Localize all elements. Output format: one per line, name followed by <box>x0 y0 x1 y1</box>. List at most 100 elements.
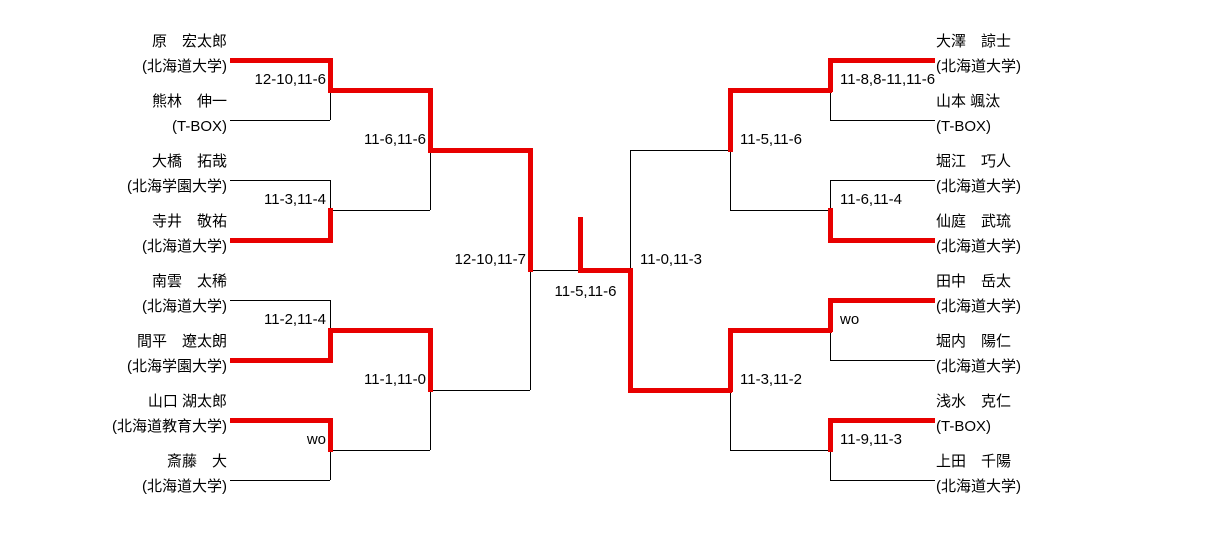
winner-path <box>728 88 733 152</box>
player-affiliation: (北海道大学) <box>936 298 1021 315</box>
player-name: 田中 岳太 <box>936 273 1012 290</box>
player-name: 仙庭 武琉 <box>936 213 1012 230</box>
player-label: 浅水 克仁 (T-BOX) <box>936 393 1106 435</box>
winner-path <box>828 58 935 63</box>
player-label: 田中 岳太 (北海道大学) <box>936 273 1106 315</box>
bracket-line <box>230 480 330 481</box>
winner-path <box>728 328 832 333</box>
match-score: wo <box>306 431 326 448</box>
match-score: 11-9,11-3 <box>840 431 902 448</box>
winner-path <box>828 298 833 332</box>
player-label: 山口 湖太郎 (北海道教育大学) <box>57 393 227 435</box>
player-name: 熊林 伸一 <box>151 93 227 110</box>
player-affiliation: (北海道大学) <box>142 58 227 75</box>
player-name: 堀江 巧人 <box>936 153 1012 170</box>
player-label: 寺井 敬祐 (北海道大学) <box>57 213 227 255</box>
winner-path <box>428 88 433 152</box>
player-label: 大澤 諒士 (北海道大学) <box>936 33 1106 75</box>
bracket-line <box>830 120 935 121</box>
quarterfinal-score: 11-1,11-0 <box>364 371 426 388</box>
bracket-line <box>330 210 430 211</box>
bracket-line <box>230 180 330 181</box>
player-name: 間平 遼太朗 <box>136 333 227 350</box>
player-affiliation: (北海道大学) <box>936 178 1021 195</box>
winner-path <box>828 58 833 92</box>
winner-path <box>828 298 935 303</box>
quarterfinal-score: 11-5,11-6 <box>740 131 802 148</box>
match-score: 11-8,8-11,11-6 <box>840 71 936 88</box>
player-name: 原 宏太郎 <box>151 33 227 50</box>
quarterfinal-score: 11-3,11-2 <box>740 371 802 388</box>
winner-path <box>428 148 532 153</box>
bracket-line <box>230 300 330 301</box>
player-affiliation: (北海学園大学) <box>127 178 227 195</box>
bracket-line <box>630 150 730 151</box>
player-affiliation: (T-BOX) <box>936 418 991 435</box>
winner-path <box>828 238 935 243</box>
champion-mark <box>578 217 583 272</box>
player-label: 仙庭 武琉 (北海道大学) <box>936 213 1106 255</box>
player-affiliation: (北海道大学) <box>142 478 227 495</box>
player-affiliation: (北海道教育大学) <box>112 418 227 435</box>
final-score: 11-5,11-6 <box>554 283 617 300</box>
match-score: 12-10,11-6 <box>254 71 326 88</box>
winner-path <box>728 88 832 93</box>
winner-path <box>328 208 333 242</box>
bracket-line <box>730 450 830 451</box>
winner-path <box>328 328 432 333</box>
winner-path <box>728 328 733 392</box>
match-score: 11-6,11-4 <box>840 191 902 208</box>
player-name: 山口 湖太郎 <box>147 393 227 410</box>
winner-path <box>328 88 432 93</box>
player-name: 斎藤 大 <box>166 453 227 470</box>
match-score: 11-2,11-4 <box>264 311 326 328</box>
player-label: 大橋 拓哉 (北海学園大学) <box>57 153 227 195</box>
player-affiliation: (北海道大学) <box>936 238 1021 255</box>
winner-path <box>328 418 333 452</box>
player-affiliation: (T-BOX) <box>936 118 991 135</box>
player-label: 山本 颯汰 (T-BOX) <box>936 93 1106 135</box>
bracket-line <box>230 120 330 121</box>
player-affiliation: (T-BOX) <box>172 118 227 135</box>
player-label: 斎藤 大 (北海道大学) <box>57 453 227 495</box>
player-label: 南雲 太稀 (北海道大学) <box>57 273 227 315</box>
winner-path <box>230 418 333 423</box>
bracket-line <box>730 210 830 211</box>
winner-path <box>328 328 333 362</box>
player-label: 熊林 伸一 (T-BOX) <box>57 93 227 135</box>
winner-path <box>328 58 333 92</box>
bracket-line <box>330 450 430 451</box>
player-name: 寺井 敬祐 <box>151 213 227 230</box>
winner-path <box>230 358 333 363</box>
winner-path <box>828 208 833 242</box>
player-affiliation: (北海道大学) <box>142 298 227 315</box>
player-name: 浅水 克仁 <box>936 393 1012 410</box>
player-affiliation: (北海学園大学) <box>127 358 227 375</box>
player-name: 大澤 諒士 <box>936 33 1012 50</box>
player-label: 堀江 巧人 (北海道大学) <box>936 153 1106 195</box>
bracket-line <box>830 180 935 181</box>
player-name: 南雲 太稀 <box>151 273 227 290</box>
match-score: wo <box>840 311 860 328</box>
player-name: 山本 颯汰 <box>936 93 1001 110</box>
player-label: 間平 遼太朗 (北海学園大学) <box>57 333 227 375</box>
player-name: 堀内 陽仁 <box>936 333 1012 350</box>
winner-path <box>828 418 935 423</box>
quarterfinal-score: 11-6,11-6 <box>364 131 426 148</box>
semifinal-score: 11-0,11-3 <box>640 251 702 268</box>
winner-path <box>230 58 333 63</box>
player-label: 上田 千陽 (北海道大学) <box>936 453 1106 495</box>
player-name: 大橋 拓哉 <box>151 153 227 170</box>
winner-path <box>528 148 533 272</box>
player-label: 原 宏太郎 (北海道大学) <box>57 33 227 75</box>
winner-path <box>230 238 333 243</box>
winner-path <box>628 388 732 393</box>
player-affiliation: (北海道大学) <box>936 478 1021 495</box>
winner-path <box>628 268 633 392</box>
player-affiliation: (北海道大学) <box>936 58 1021 75</box>
bracket-line <box>830 360 935 361</box>
winner-path <box>578 268 632 273</box>
winner-path <box>428 328 433 392</box>
player-affiliation: (北海道大学) <box>936 358 1021 375</box>
